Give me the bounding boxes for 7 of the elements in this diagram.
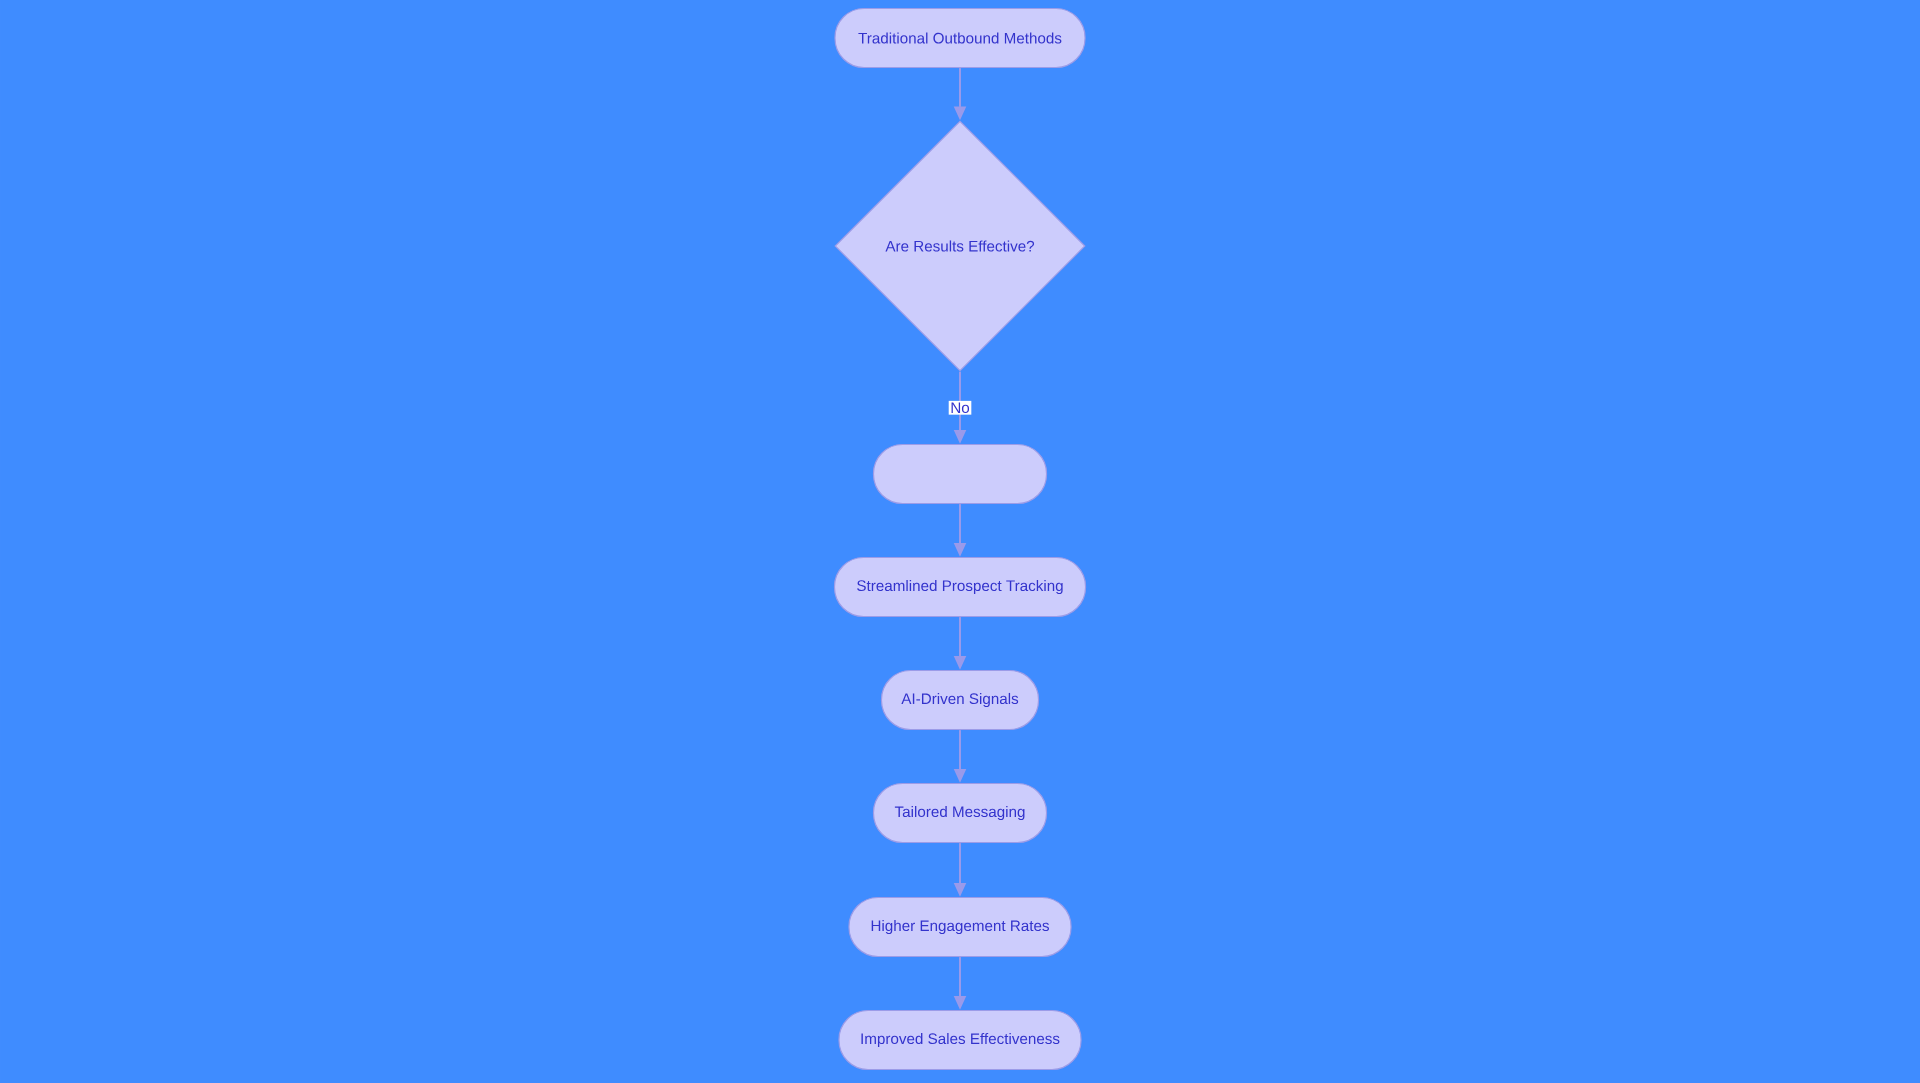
process-box: Traditional Outbound Methods — [834, 7, 1086, 69]
process-box: Streamlined Prospect Tracking — [833, 556, 1087, 618]
process-box — [872, 443, 1048, 505]
process-box: Higher Engagement Rates — [848, 896, 1072, 958]
process-box: AI-Driven Signals — [880, 669, 1040, 731]
process-box: Improved Sales Effectiveness — [838, 1009, 1082, 1071]
process-box: Tailored Messaging — [872, 782, 1048, 844]
